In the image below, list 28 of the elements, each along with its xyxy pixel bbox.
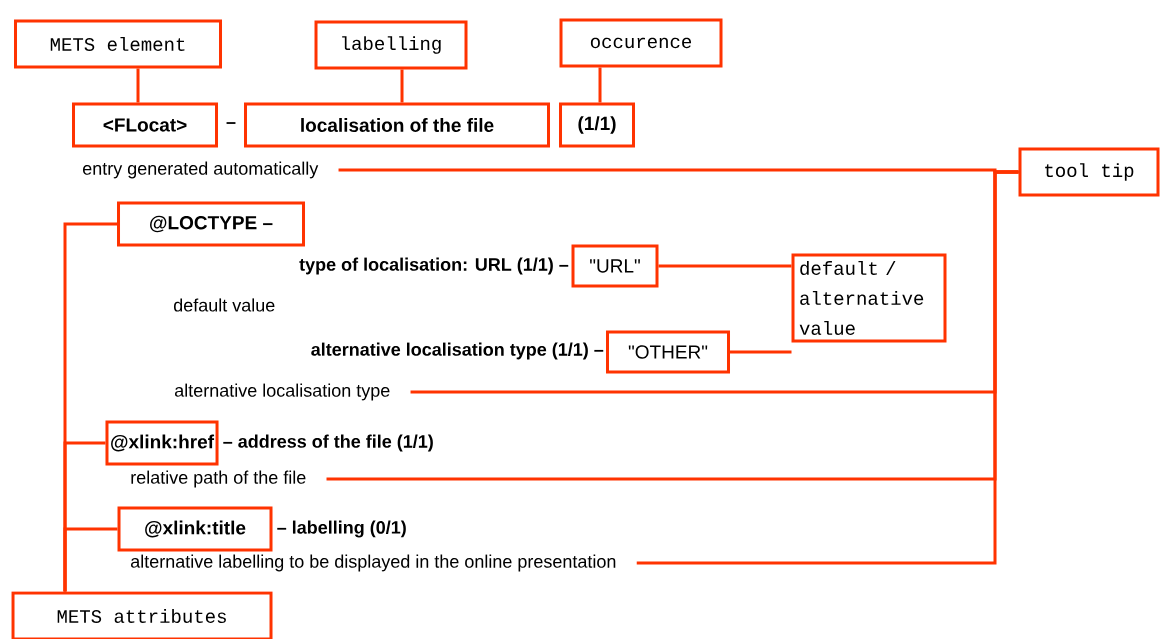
tooltip-text: alternative labelling to be displayed in the online presentation <box>131 554 616 572</box>
attribute-box: @xlink:title <box>117 506 273 552</box>
occurrence-box: (1/1) <box>559 102 635 148</box>
leader-line <box>400 69 404 103</box>
tooltip-text: relative path of the file <box>131 470 306 488</box>
tooltip-text: entry generated automatically <box>83 161 319 179</box>
tooltip-text: alternative localisation type <box>175 383 390 401</box>
callout-box: occurence <box>559 18 723 68</box>
callout-box: default / alternative value <box>791 253 947 343</box>
value-box: "OTHER" <box>606 330 730 374</box>
callout-box: tool tip <box>1018 147 1160 197</box>
value-box: "URL" <box>571 244 659 288</box>
attribute-box: @LOCTYPE – <box>117 201 305 247</box>
label-text: – <box>226 122 236 124</box>
leader-line <box>636 170 1019 565</box>
leader-line <box>136 68 140 103</box>
callout-box: labelling <box>314 20 468 70</box>
title-box: localisation of the file <box>244 102 550 148</box>
attribute-box: @xlink:href <box>105 420 219 466</box>
label-text: default value <box>173 298 275 312</box>
leader-line <box>63 527 118 592</box>
leader-line <box>730 350 792 354</box>
callout-box: METS element <box>14 19 222 69</box>
element-box: <FLocat> <box>72 102 218 148</box>
label-text: type of localisation: URL (1/1) – <box>299 257 569 275</box>
leader-line <box>598 67 602 103</box>
callout-box: METS attributes <box>11 591 273 639</box>
leader-line <box>658 264 792 268</box>
